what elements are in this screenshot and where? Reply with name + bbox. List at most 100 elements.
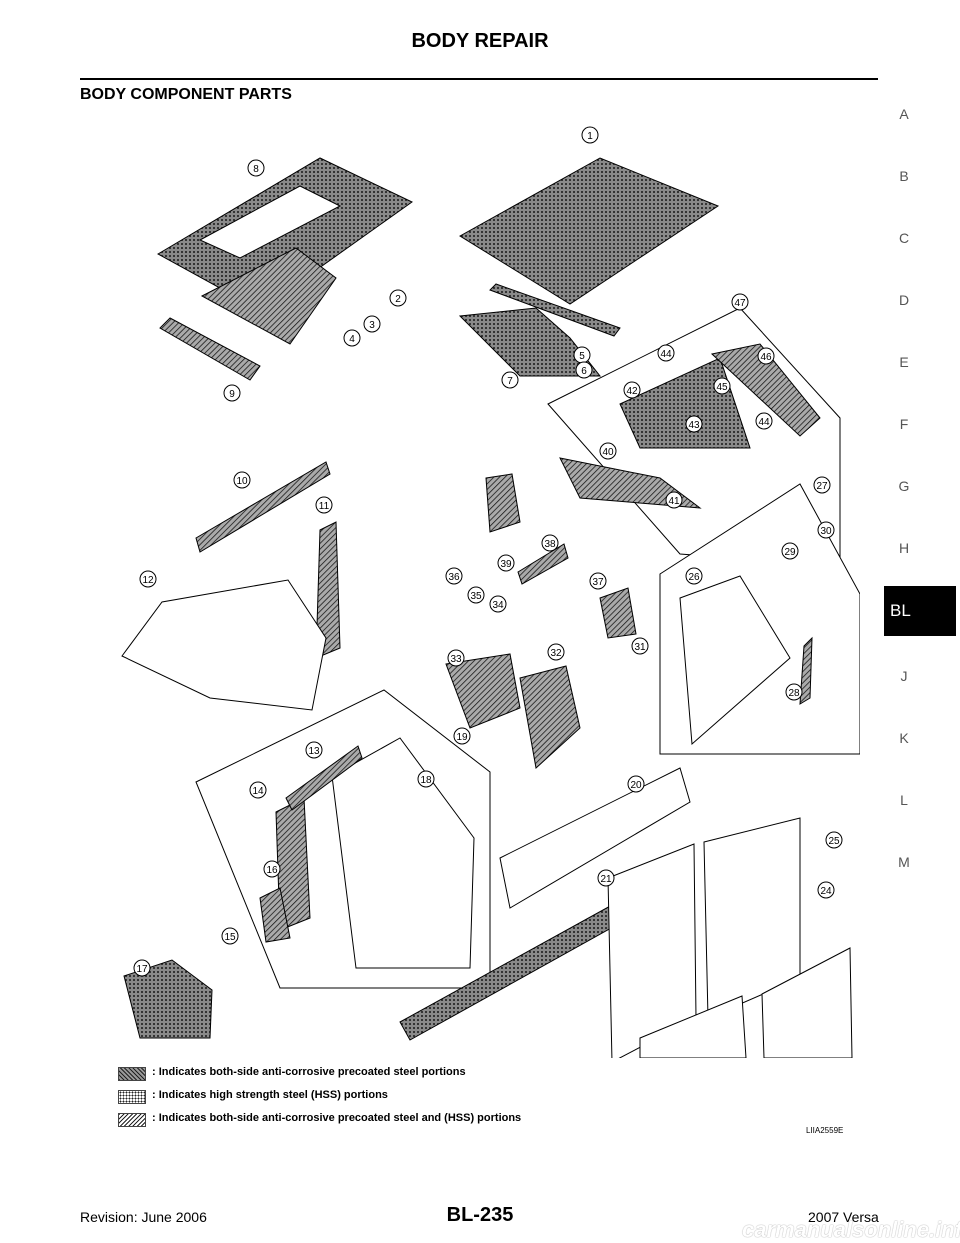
- svg-text:33: 33: [450, 654, 462, 665]
- index-letter-b[interactable]: B: [899, 168, 909, 184]
- legend-text: : Indicates both-side anti-corrosive pre…: [152, 1112, 522, 1124]
- callout-35: 35: [467, 586, 485, 604]
- callout-12: 12: [139, 570, 157, 588]
- callout-31: 31: [631, 637, 649, 655]
- index-tab-active[interactable]: BL: [884, 586, 956, 636]
- svg-text:1: 1: [587, 131, 593, 142]
- callout-21: 21: [597, 869, 615, 887]
- index-letter-d[interactable]: D: [898, 292, 910, 308]
- callout-28: 28: [785, 683, 803, 701]
- callout-26: 26: [685, 567, 703, 585]
- svg-text:36: 36: [448, 572, 460, 583]
- callout-20: 20: [627, 775, 645, 793]
- svg-text:42: 42: [626, 386, 638, 397]
- svg-text:47: 47: [734, 298, 746, 309]
- callout-13: 13: [305, 741, 323, 759]
- svg-text:12: 12: [142, 575, 154, 586]
- header-rule: [80, 78, 878, 80]
- svg-text:40: 40: [602, 447, 614, 458]
- index-letter-j[interactable]: J: [900, 668, 908, 684]
- svg-text:44: 44: [660, 349, 672, 360]
- callouts: 1 2 3 4 5 6 7 8 9 10 11 12 13 14 15 16 1…: [133, 126, 843, 977]
- callout-19: 19: [453, 727, 471, 745]
- callout-7: 7: [501, 371, 519, 389]
- index-letter-e[interactable]: E: [899, 354, 909, 370]
- svg-text:29: 29: [784, 547, 796, 558]
- roof-panel: [459, 157, 720, 305]
- svg-text:26: 26: [688, 572, 700, 583]
- svg-text:25: 25: [828, 836, 840, 847]
- callout-42: 42: [623, 381, 641, 399]
- figure-code: LIIA2559E: [806, 1126, 844, 1135]
- callout-47: 47: [731, 293, 749, 311]
- svg-text:10: 10: [236, 476, 248, 487]
- svg-text:13: 13: [308, 746, 320, 757]
- svg-text:46: 46: [760, 352, 772, 363]
- callout-40: 40: [599, 442, 617, 460]
- svg-text:5: 5: [579, 351, 585, 362]
- svg-text:9: 9: [229, 389, 235, 400]
- svg-text:35: 35: [470, 591, 482, 602]
- svg-text:4: 4: [349, 334, 355, 345]
- callout-25: 25: [825, 831, 843, 849]
- footer-model: 2007 Versa: [808, 1209, 879, 1225]
- svg-text:16: 16: [266, 865, 278, 876]
- body-component-diagram: 1 2 3 4 5 6 7 8 9 10 11 12 13 14 15 16 1…: [121, 126, 860, 1058]
- svg-text:32: 32: [550, 648, 562, 659]
- index-letter-g[interactable]: G: [898, 478, 910, 494]
- svg-text:27: 27: [816, 481, 828, 492]
- callout-36: 36: [445, 567, 463, 585]
- callout-3: 3: [363, 315, 381, 333]
- legend-text: : Indicates both-side anti-corrosive pre…: [152, 1066, 466, 1078]
- svg-text:41: 41: [668, 496, 680, 507]
- legend-swatch-dense: [118, 1067, 146, 1081]
- callout-2: 2: [389, 289, 407, 307]
- callout-38: 38: [541, 534, 559, 552]
- svg-text:14: 14: [252, 786, 264, 797]
- svg-text:39: 39: [500, 559, 512, 570]
- footer-revision: Revision: June 2006: [80, 1209, 207, 1225]
- index-letter-h[interactable]: H: [898, 540, 910, 556]
- callout-4: 4: [343, 329, 361, 347]
- section-title: BODY COMPONENT PARTS: [80, 86, 292, 103]
- index-letter-l[interactable]: L: [900, 792, 908, 808]
- svg-text:18: 18: [420, 775, 432, 786]
- callout-17: 17: [133, 959, 151, 977]
- svg-text:15: 15: [224, 932, 236, 943]
- svg-text:11: 11: [319, 501, 330, 512]
- callout-43: 43: [685, 415, 703, 433]
- svg-text:19: 19: [456, 732, 468, 743]
- index-letter-k[interactable]: K: [899, 730, 909, 746]
- page-header-title: BODY REPAIR: [411, 30, 549, 52]
- svg-text:37: 37: [592, 577, 604, 588]
- svg-text:28: 28: [788, 688, 800, 699]
- svg-text:38: 38: [544, 539, 556, 550]
- index-letter-a[interactable]: A: [899, 106, 909, 122]
- svg-text:3: 3: [369, 320, 375, 331]
- callout-15: 15: [221, 927, 239, 945]
- watermark: carmanualsonline.info: [742, 1217, 960, 1242]
- footer-page-number: BL-235: [446, 1204, 514, 1226]
- callout-9: 9: [223, 384, 241, 402]
- index-letter-f[interactable]: F: [899, 416, 909, 432]
- callout-46: 46: [757, 347, 775, 365]
- callout-1: 1: [581, 126, 599, 144]
- callout-10: 10: [233, 471, 251, 489]
- callout-8: 8: [247, 159, 265, 177]
- callout-45: 45: [713, 377, 731, 395]
- legend-text: : Indicates high strength steel (HSS) po…: [152, 1089, 388, 1101]
- callout-14: 14: [249, 781, 267, 799]
- svg-text:43: 43: [688, 420, 700, 431]
- callout-39: 39: [497, 554, 515, 572]
- callout-30: 30: [817, 521, 835, 539]
- svg-text:31: 31: [634, 642, 646, 653]
- index-letter-m[interactable]: M: [898, 854, 910, 870]
- part-shapes: [121, 157, 860, 1058]
- callout-33: 33: [447, 649, 465, 667]
- index-letter-c[interactable]: C: [898, 230, 910, 246]
- callout-34: 34: [489, 595, 507, 613]
- callout-44-upper: 44: [657, 344, 675, 362]
- svg-text:44: 44: [758, 417, 770, 428]
- svg-text:2: 2: [395, 294, 401, 305]
- callout-16: 16: [263, 860, 281, 878]
